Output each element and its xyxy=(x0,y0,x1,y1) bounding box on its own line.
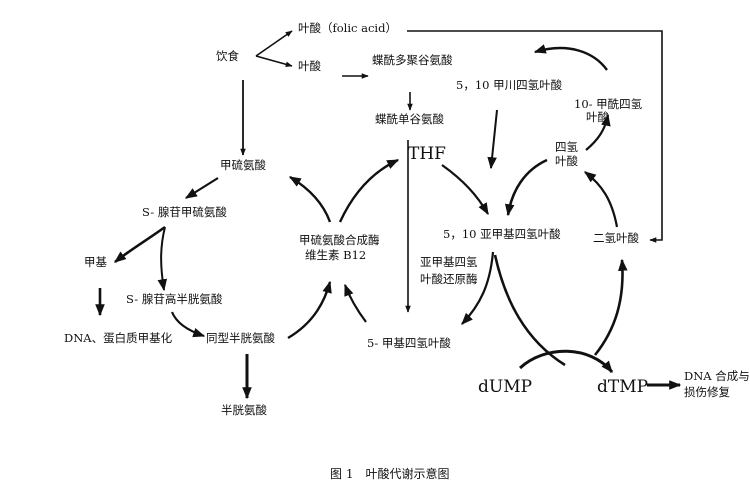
thf-label: THF xyxy=(408,144,446,164)
dhf-label: 二氢叶酸 xyxy=(593,231,639,245)
arrow-sam-to-methyl xyxy=(114,225,166,264)
folate-label: 叶酸 xyxy=(298,59,321,73)
arrow-methenyl-thf-to-methylene-thf xyxy=(487,109,498,170)
homocysteine-label: 同型半胱氨酸 xyxy=(206,331,275,345)
pteroyl-polyglutamate-label: 蝶酰多聚谷氨酸 xyxy=(372,53,453,67)
arrow-methionine-to-sam xyxy=(184,177,219,199)
arrow-thf-cn-to-formyl-thf xyxy=(585,113,611,151)
arrow-sah-to-homocysteine xyxy=(170,311,206,338)
dna-synthesis-label-line2: 损伤修复 xyxy=(684,385,730,399)
arrow-dump-to-dtmp xyxy=(518,349,614,373)
arrow-methyl-thf-to-synthase xyxy=(343,283,367,323)
arrow-dhf-to-thf xyxy=(584,171,619,228)
arrow-diet-to-folic-acid xyxy=(255,30,293,57)
methyl-thf-label: 5- 甲基四氢叶酸 xyxy=(367,336,451,350)
formyl-thf-label-line1: 10- 甲酰四氢 xyxy=(574,97,643,111)
arrow-synthase-to-methionine xyxy=(288,175,332,223)
methionine-label: 甲硫氨酸 xyxy=(220,158,266,172)
arrow-formyl-thf-to-methenyl-thf xyxy=(533,44,608,71)
dump-label: dUMP xyxy=(478,377,533,397)
mthfr-label-line1: 亚甲基四氢 xyxy=(420,255,478,269)
sam-label: S- 腺苷甲硫氨酸 xyxy=(142,205,227,219)
thf-cn-label-line2: 叶酸 xyxy=(555,154,578,168)
line-folic-acid-to-dihydrofolate xyxy=(407,30,663,243)
dna-synthesis-label-line1: DNA 合成与 xyxy=(684,369,750,383)
methionine-synthase-label-line2: 维生素 B12 xyxy=(305,248,367,262)
cysteine-label: 半胱氨酸 xyxy=(221,403,267,417)
thf-cn-label-line1: 四氢 xyxy=(555,140,578,154)
folic-acid-label: 叶酸（folic acid） xyxy=(298,21,397,35)
arrow-sam-to-sah xyxy=(157,226,168,292)
methyl-label: 甲基 xyxy=(84,255,107,269)
arrow-diet-to-folate xyxy=(255,55,293,68)
diet-label: 饮食 xyxy=(216,49,239,63)
arrow-homocysteine-to-synthase xyxy=(287,280,332,340)
arc-methylene-thf-to-dtmp-loop xyxy=(493,254,566,367)
dtmp-label: dTMP xyxy=(597,377,649,397)
methylene-thf-label: 5，10 亚甲基四氢叶酸 xyxy=(443,227,561,241)
pteroyl-monoglutamate-label: 蝶酰单谷氨酸 xyxy=(375,112,444,126)
formyl-thf-label-line2: 叶酸 xyxy=(586,110,609,124)
arrow-synthase-to-thf xyxy=(338,158,400,223)
arrow-thf-to-methylene-thf xyxy=(441,164,489,216)
methenyl-thf-label: 5，10 甲川四氢叶酸 xyxy=(456,78,563,92)
arrow-methylene-thf-to-methyl-thf xyxy=(461,251,495,325)
dna-protein-methylation-label: DNA、蛋白质甲基化 xyxy=(64,331,173,345)
arrow-loop-to-dhf xyxy=(593,258,628,356)
arrow-thf-cn-to-methylene-thf xyxy=(504,158,548,217)
figure-caption: 图 1 叶酸代谢示意图 xyxy=(330,467,450,481)
mthfr-label-line2: 叶酸还原酶 xyxy=(420,272,478,286)
methionine-synthase-label-line1: 甲硫氨酸合成酶 xyxy=(299,233,380,247)
sah-label: S- 腺苷高半胱氨酸 xyxy=(126,292,223,306)
